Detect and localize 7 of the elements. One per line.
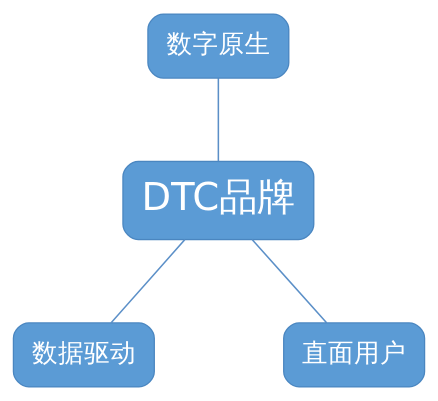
connector <box>218 78 220 162</box>
connector <box>252 239 328 324</box>
node-box: DTC品牌 <box>122 160 314 240</box>
node-box: 数据驱动 <box>12 322 155 388</box>
node-box: 数字原生 <box>147 13 290 79</box>
node-box: 直面用户 <box>283 322 426 388</box>
connector <box>110 239 186 324</box>
